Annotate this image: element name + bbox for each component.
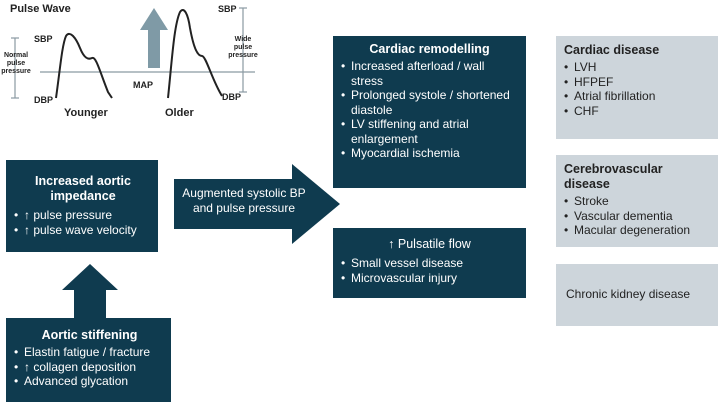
wide-pp-label: Wide pulse pressure [228,36,258,59]
pulsatile-list: Small vessel disease Microvascular injur… [341,256,518,285]
cardiac-remodelling-title: Cardiac remodelling [369,42,490,56]
cerebrovascular-disease-box: Cerebrovascular disease Stroke Vascular … [556,155,718,247]
sbp-left-label: SBP [34,34,53,44]
list-item: Microvascular injury [341,271,518,286]
normal-pp-label: Normal pulse pressure [1,52,31,75]
cerebrovascular-title: Cerebrovascular disease [564,162,663,191]
up-arrow [62,264,118,318]
younger-waveform [55,32,113,99]
increased-impedance-box: Increased aortic impedance ↑ pulse press… [6,160,158,252]
pulse-wave-graphic [11,7,255,99]
cerebrovascular-list: Stroke Vascular dementia Macular degener… [564,194,710,238]
pulse-wave-panel: Pulse Wave SBP DBP Normal pulse pressure… [0,0,260,125]
list-item: Increased afterload / wall stress [341,59,518,88]
list-item: ↑ pulse wave velocity [14,223,152,238]
list-item: LVH [564,60,710,75]
right-arrow [174,164,340,244]
increased-impedance-title: Increased aortic impedance [35,174,131,203]
augmented-bp-text: Augmented systolic BP and pulse pressure [182,186,306,215]
cardiac-disease-title: Cardiac disease [564,43,660,57]
list-item: Elastin fatigue / fracture [14,345,165,360]
list-item: ↑ collagen deposition [14,360,165,375]
list-item: LV stiffening and atrial enlargement [341,117,518,146]
impedance-list: ↑ pulse pressure ↑ pulse wave velocity [14,208,152,237]
aortic-stiffening-title: Aortic stiffening [41,328,138,342]
list-item: Myocardial ischemia [341,146,518,161]
list-item: Stroke [564,194,710,209]
cardiac-disease-list: LVH HFPEF Atrial fibrillation CHF [564,60,710,118]
ckd-text: Chronic kidney disease [566,287,691,301]
stiffening-list: Elastin fatigue / fracture ↑ collagen de… [14,345,165,389]
list-item: Prolonged systole / shortened diastole [341,88,518,117]
list-item: ↑ pulse pressure [14,208,152,223]
remodelling-list: Increased afterload / wall stress Prolon… [341,59,518,161]
increase-arrow [140,8,168,68]
older-waveform [167,9,223,99]
pulsatile-flow-title: ↑ Pulsatile flow [388,237,471,251]
list-item: CHF [564,104,710,119]
sbp-right-label: SBP [218,4,237,14]
cardiac-remodelling-box: Cardiac remodelling Increased afterload … [333,36,526,188]
older-label: Older [165,107,194,119]
ckd-box: Chronic kidney disease [556,264,718,326]
map-label: MAP [133,80,153,90]
list-item: Macular degeneration [564,223,710,238]
list-item: Vascular dementia [564,209,710,224]
pulsatile-flow-box: ↑ Pulsatile flow Small vessel disease Mi… [333,228,526,298]
dbp-left-label: DBP [34,95,54,105]
list-item: HFPEF [564,75,710,90]
pulse-wave-title: Pulse Wave [10,3,71,15]
cardiac-disease-box: Cardiac disease LVH HFPEF Atrial fibrill… [556,36,718,139]
dbp-right-label: DBP [222,92,242,102]
younger-label: Younger [64,107,108,119]
aortic-stiffening-box: Aortic stiffening Elastin fatigue / frac… [6,318,171,402]
list-item: Advanced glycation [14,374,165,389]
list-item: Small vessel disease [341,256,518,271]
list-item: Atrial fibrillation [564,89,710,104]
